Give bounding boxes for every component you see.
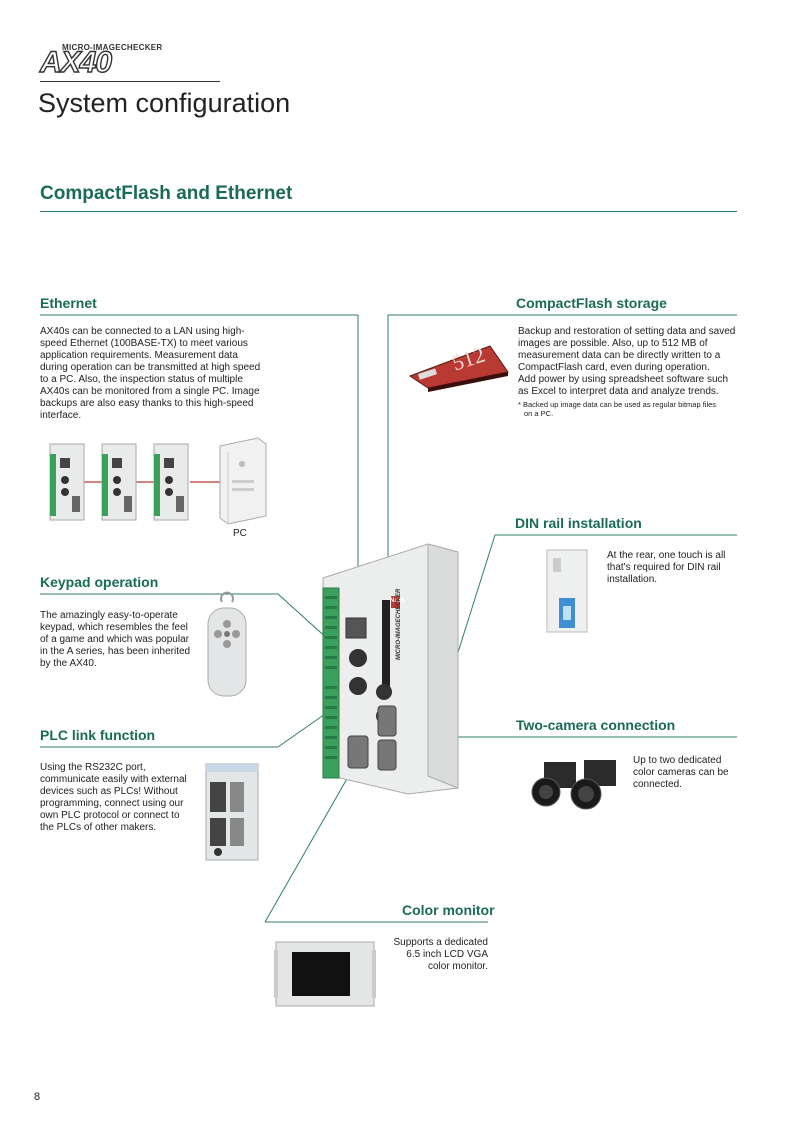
- device-brand-label: NAIS: [390, 598, 405, 604]
- title-divider: [40, 81, 220, 82]
- ethernet-body-line: to a PC. Also, the inspection status of …: [40, 374, 243, 385]
- ethernet-body: AX40s can be connected to a LAN using hi…: [40, 326, 280, 422]
- camera-body-line: color cameras can be: [633, 767, 729, 778]
- keypad-body: The amazingly easy-to-operate keypad, wh…: [40, 610, 210, 670]
- ax40-unit-3: [153, 443, 189, 521]
- compactflash-footnote-line: on a PC.: [524, 409, 554, 418]
- cameras-image: [531, 760, 616, 810]
- compactflash-body: Backup and restoration of setting data a…: [518, 326, 743, 398]
- compactflash-body-line: measurement data can be directly written…: [518, 350, 721, 361]
- ax40-unit-2: [101, 443, 137, 521]
- ethernet-network-illustration: [49, 437, 267, 525]
- keypad-heading: Keypad operation: [40, 574, 159, 590]
- keypad-body-line: keypad, which resembles the feel: [40, 622, 188, 633]
- compactflash-heading: CompactFlash storage: [516, 295, 667, 311]
- plc-body-line: the PLCs of other makers.: [40, 822, 157, 833]
- camera-body-line: connected.: [633, 779, 682, 790]
- compactflash-card-image: [408, 345, 509, 392]
- keypad-body-line: by the AX40.: [40, 658, 97, 669]
- camera-body-line: Up to two dedicated: [633, 755, 722, 766]
- ethernet-body-line: AX40s can be connected to a LAN using hi…: [40, 326, 245, 337]
- keypad-body-line: of a game and which was popular: [40, 634, 189, 645]
- plc-unit-image: [205, 763, 259, 861]
- brand-model-logo: AX40: [39, 45, 112, 79]
- brand-small-text: MICRO-IMAGECHECKER: [62, 43, 163, 52]
- compactflash-body-line: Backup and restoration of setting data a…: [518, 326, 736, 337]
- din-rail-image: [546, 549, 588, 633]
- page-number: 8: [34, 1091, 41, 1103]
- section-title: CompactFlash and Ethernet: [40, 183, 293, 204]
- compactflash-footnote-line: * Backed up image data can be used as re…: [518, 400, 717, 409]
- plc-heading: PLC link function: [40, 727, 156, 743]
- monitor-body-line: Supports a dedicated: [393, 937, 488, 948]
- camera-heading: Two-camera connection: [516, 717, 676, 733]
- compactflash-body-line: images are possible. Also, up to 512 MB …: [518, 338, 708, 349]
- compactflash-footnote: * Backed up image data can be used as re…: [518, 400, 743, 418]
- keypad-image: [207, 591, 247, 697]
- compactflash-body-line: Add power by using spreadsheet software …: [518, 374, 729, 385]
- din-heading: DIN rail installation: [515, 515, 642, 531]
- plc-body-line: own PLC protocol or connect to: [40, 810, 180, 821]
- camera-body: Up to two dedicated color cameras can be…: [633, 755, 743, 791]
- ethernet-body-line: application requirements. Measurement da…: [40, 350, 238, 361]
- ethernet-body-line: AX40s can be monitored from a single PC.…: [40, 386, 260, 397]
- keypad-body-line: in the A series, has been inherited: [40, 646, 191, 657]
- compactflash-body-line: CompactFlash card, even during operation…: [518, 362, 710, 373]
- plc-body-line: programming, connect using our: [40, 798, 184, 809]
- ethernet-body-line: during operation can be transmitted at h…: [40, 362, 261, 373]
- plc-body-line: Using the RS232C port,: [40, 762, 146, 773]
- pc-label: PC: [233, 528, 247, 539]
- page-title: System configuration: [38, 88, 291, 118]
- din-body-line: that's required for DIN rail: [607, 562, 721, 573]
- ax40-unit-1: [49, 443, 85, 521]
- color-monitor-image: [274, 941, 376, 1007]
- section-divider: [40, 211, 737, 212]
- compactflash-body-line: as Excel to interpret data and analyze t…: [518, 386, 719, 397]
- keypad-body-line: The amazingly easy-to-operate: [40, 610, 178, 621]
- din-body-line: installation.: [607, 574, 658, 585]
- din-body: At the rear, one touch is all that's req…: [607, 550, 737, 586]
- monitor-heading: Color monitor: [402, 902, 495, 918]
- monitor-body-line: 6.5 inch LCD VGA: [406, 949, 488, 960]
- din-body-line: At the rear, one touch is all: [607, 550, 726, 561]
- ethernet-heading: Ethernet: [40, 295, 97, 311]
- pc-tower: [219, 437, 267, 525]
- monitor-body-line: color monitor.: [427, 961, 488, 972]
- monitor-body: Supports a dedicated 6.5 inch LCD VGA co…: [378, 937, 488, 973]
- plc-body-line: communicate easily with external: [40, 774, 187, 785]
- ethernet-body-line: interface.: [40, 410, 82, 421]
- ax40-controller-image: [322, 543, 459, 795]
- plc-body: Using the RS232C port, communicate easil…: [40, 762, 210, 834]
- ethernet-body-line: backups are also easy thanks to this hig…: [40, 398, 254, 409]
- device-side-label: MICRO-IMAGECHECKER: [396, 588, 402, 660]
- plc-body-line: devices such as PLCs! Without: [40, 786, 178, 797]
- ethernet-body-line: speed Ethernet (100BASE-TX) to meet vari…: [40, 338, 248, 349]
